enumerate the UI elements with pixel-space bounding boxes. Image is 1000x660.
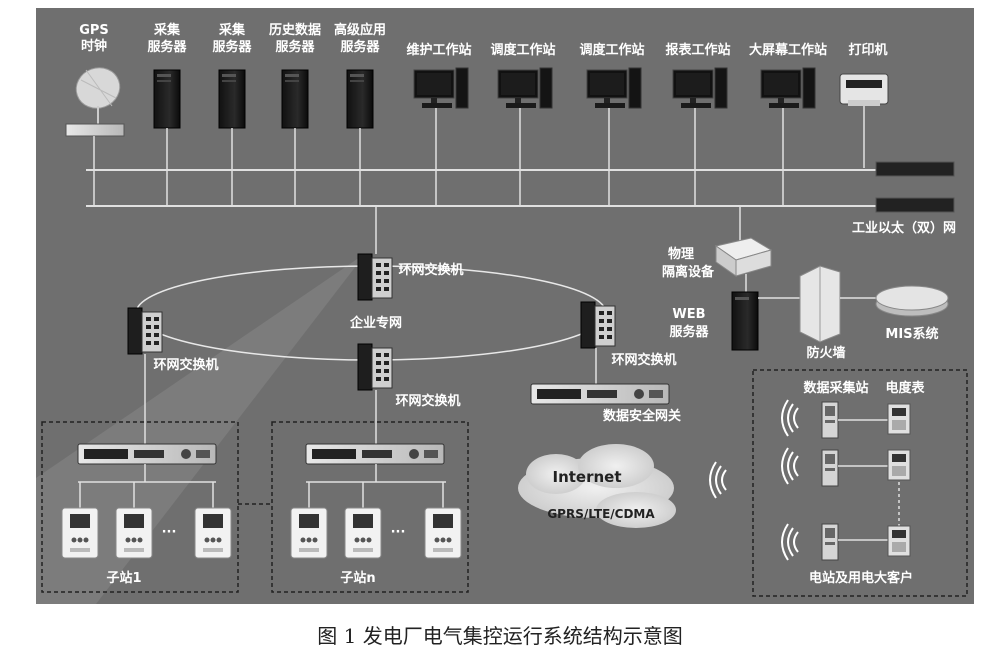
enterprise-label: 企业专网 [349, 315, 402, 331]
collector-label: 数据采集站 [803, 380, 868, 396]
collect2-label-2: 服务器 [212, 39, 252, 55]
collect-server-2-icon [218, 69, 246, 129]
maint-workstation-icon [413, 67, 469, 109]
security-gateway-icon [530, 383, 670, 405]
maint-label: 维护工作站 [406, 42, 471, 58]
report-label: 报表工作站 [665, 42, 730, 58]
system-diagram: GPS 时钟 采集 服务器 采集 服务器 历史数据 服务器 高级应用 服务器 维… [36, 22, 968, 604]
substation-n-box [271, 421, 469, 593]
collect-server-1-icon [153, 69, 181, 129]
collector-3-icon [821, 523, 839, 561]
gps-label-1: GPS [79, 23, 109, 38]
ring-switch-bottom-label: 环网交换机 [395, 393, 460, 409]
substation-1-terminal-3-icon [194, 507, 232, 559]
ring-switch-right-icon [580, 301, 616, 349]
collector-1-icon [821, 401, 839, 439]
gps-label-2: 时钟 [81, 38, 107, 54]
isolation-device-icon [714, 237, 773, 277]
field-row-3 [781, 523, 911, 561]
device-drops [93, 106, 865, 206]
dispatch-workstation-2-icon [586, 67, 642, 109]
substation-1-label: 子站1 [106, 570, 141, 586]
bigscreen-workstation-icon [760, 67, 816, 109]
meter-3-icon [887, 525, 911, 557]
meter-1-icon [887, 403, 911, 435]
web-label-1: WEB [672, 307, 705, 322]
dispatch2-label: 调度工作站 [579, 42, 644, 58]
bigscreen-label: 大屏幕工作站 [749, 42, 827, 58]
gateway-label: 数据安全网关 [603, 408, 681, 424]
substation-n-terminal-1-icon [290, 507, 328, 559]
dispatch1-label: 调度工作站 [490, 42, 555, 58]
svg-text:···: ··· [162, 525, 177, 540]
web-label-2: 服务器 [669, 324, 709, 340]
substation-n-terminal-2-icon [344, 507, 382, 559]
substation-n-unit-icon [305, 443, 445, 465]
firewall-label: 防火墙 [806, 345, 845, 361]
history-server-icon [281, 69, 309, 129]
advanced-label-1: 高级应用 [334, 22, 386, 38]
svg-text:···: ··· [391, 525, 406, 540]
substation-1-unit-icon [77, 443, 217, 465]
internet-label: Internet [552, 468, 621, 486]
substation-n-label: 子站n [340, 570, 375, 586]
customer-label: 电站及用电大客户 [809, 570, 913, 586]
ethernet-label: 工业以太（双）网 [852, 220, 956, 236]
isolation-label-2: 隔离设备 [662, 264, 715, 280]
web-server-icon [731, 291, 759, 351]
mis-label: MIS系统 [885, 326, 938, 342]
substation-n-terminal-3-icon [424, 507, 462, 559]
dispatch-workstation-1-icon [497, 67, 553, 109]
printer-label: 打印机 [848, 42, 887, 58]
ring-switch-right-label: 环网交换机 [611, 352, 676, 368]
wireless-wave-icon [709, 461, 727, 499]
meter-label: 电度表 [885, 380, 925, 396]
field-devices-box [752, 369, 968, 597]
gps-clock-icon [65, 67, 125, 137]
ring-switch-top-label: 环网交换机 [398, 262, 463, 278]
substation-1-terminal-1-icon [61, 507, 99, 559]
internet-cloud-icon [518, 444, 676, 528]
diagram-panel: GPS 时钟 采集 服务器 采集 服务器 历史数据 服务器 高级应用 服务器 维… [36, 8, 974, 604]
history-label-1: 历史数据 [269, 22, 321, 38]
substation-1-terminal-2-icon [115, 507, 153, 559]
ring-switch-top-icon [357, 253, 393, 301]
printer-icon [839, 73, 889, 106]
advanced-label-2: 服务器 [340, 39, 380, 55]
ring-switch-left-label: 环网交换机 [153, 357, 218, 373]
field-row-1 [781, 399, 911, 439]
collect1-label-1: 采集 [153, 22, 181, 38]
collector-2-icon [821, 449, 839, 487]
history-label-2: 服务器 [275, 39, 315, 55]
figure-caption: 图 1 发电厂电气集控运行系统结构示意图 [317, 624, 683, 648]
collect2-label-1: 采集 [218, 22, 246, 38]
report-workstation-icon [672, 67, 728, 109]
collect1-label-2: 服务器 [147, 39, 187, 55]
firewall-icon [799, 265, 841, 343]
substation-1-box [41, 421, 239, 593]
advanced-server-icon [346, 69, 374, 129]
core-switch-icon [875, 161, 955, 213]
mis-system-icon [875, 285, 949, 317]
ring-switch-bottom-icon [357, 343, 393, 391]
meter-2-icon [887, 449, 911, 481]
field-row-2 [781, 447, 911, 487]
ring-switch-left-icon [127, 307, 163, 355]
isolation-label-1: 物理 [668, 246, 694, 262]
gprs-label: GPRS/LTE/CDMA [547, 507, 655, 521]
